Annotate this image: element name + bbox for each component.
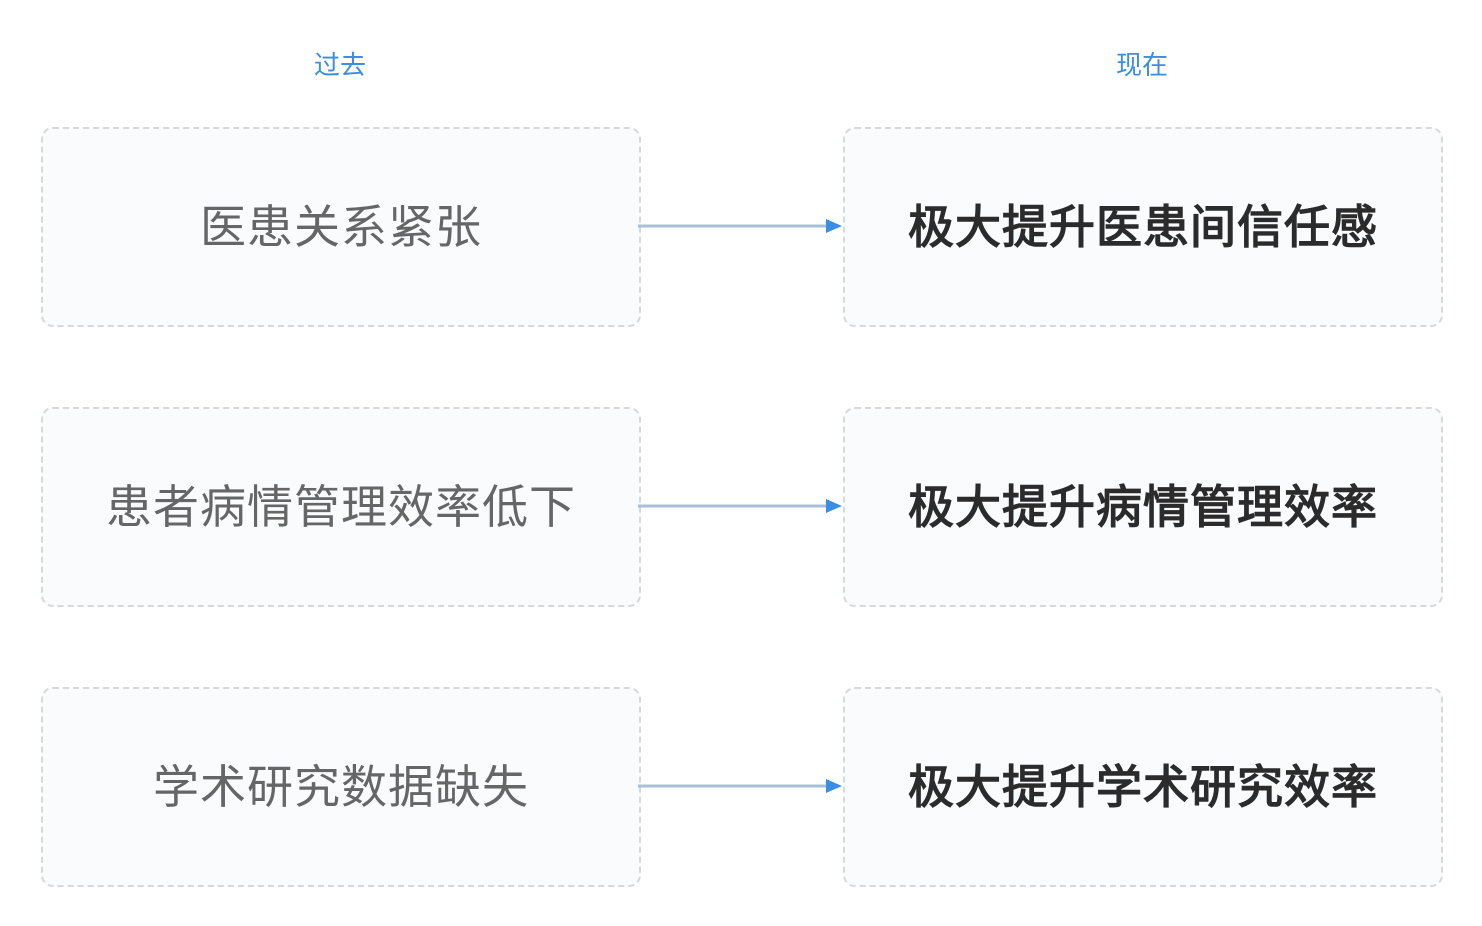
now-box-3-text: 极大提升学术研究效率 (908, 760, 1378, 814)
now-box-1: 极大提升医患间信任感 (843, 127, 1443, 327)
past-box-2-text: 患者病情管理效率低下 (106, 480, 576, 534)
now-column-header: 现在 (1115, 51, 1168, 81)
past-box-1: 医患关系紧张 (41, 127, 641, 327)
arrow-1-head (826, 219, 842, 233)
past-box-2: 患者病情管理效率低下 (41, 407, 641, 607)
past-box-3-text: 学术研究数据缺失 (153, 760, 529, 814)
past-column-header: 过去 (313, 51, 366, 81)
arrow-3-head (826, 779, 842, 793)
arrow-2-head (826, 499, 842, 513)
now-box-2: 极大提升病情管理效率 (843, 407, 1443, 607)
past-box-1-text: 医患关系紧张 (200, 200, 482, 254)
now-box-3: 极大提升学术研究效率 (843, 687, 1443, 887)
past-box-3: 学术研究数据缺失 (41, 687, 641, 887)
arrow-1 (638, 219, 842, 233)
now-box-1-text: 极大提升医患间信任感 (908, 200, 1378, 254)
arrow-2 (638, 499, 842, 513)
arrow-3 (638, 779, 842, 793)
now-box-2-text: 极大提升病情管理效率 (908, 480, 1378, 534)
